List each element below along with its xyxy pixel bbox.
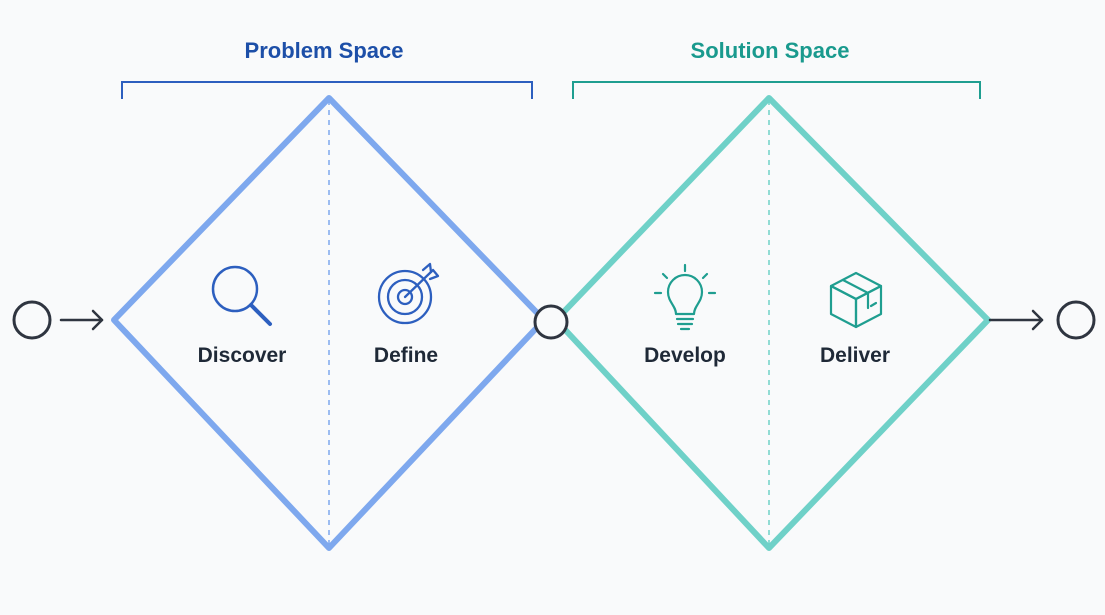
start-node xyxy=(12,300,52,340)
problem-diamond xyxy=(111,95,547,551)
phase-label-discover: Discover xyxy=(198,344,287,367)
problem-space-bracket xyxy=(121,81,533,99)
solution-space-bracket xyxy=(572,81,981,99)
start-arrow xyxy=(59,309,104,331)
solution-space-label: Solution Space xyxy=(691,38,850,63)
phase-label-define: Define xyxy=(374,344,438,367)
phase-label-develop: Develop xyxy=(644,344,726,367)
solution-diamond xyxy=(553,95,991,551)
phase-label-deliver: Deliver xyxy=(820,344,890,367)
end-node xyxy=(1056,300,1096,340)
problem-space-label: Problem Space xyxy=(245,38,404,63)
middle-node xyxy=(533,304,569,340)
magnifier-icon xyxy=(211,265,272,326)
package-icon xyxy=(829,271,883,329)
lightbulb-icon xyxy=(653,263,717,331)
target-icon xyxy=(377,262,440,325)
end-arrow xyxy=(988,309,1044,331)
